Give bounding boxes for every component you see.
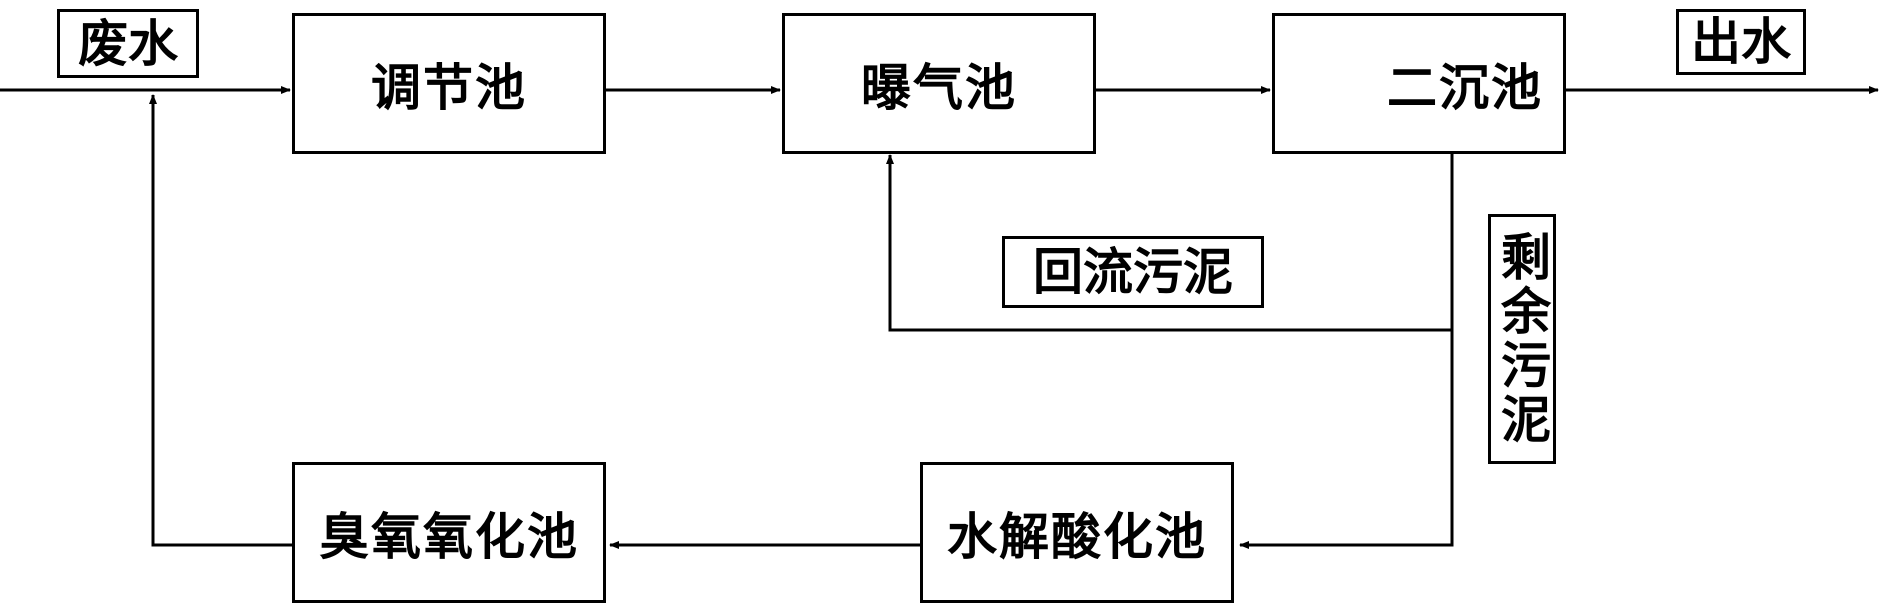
line-ozone-to-inlet xyxy=(149,94,292,547)
secondary-clarifier-box: 二沉池 xyxy=(1272,13,1566,154)
regulating-tank-box: 调节池 xyxy=(292,13,606,154)
hydrolysis-acidification-tank-box: 水解酸化池 xyxy=(920,462,1234,603)
effluent-label: 出水 xyxy=(1676,9,1806,75)
return-sludge-label: 回流污泥 xyxy=(1002,236,1264,308)
line-return-sludge xyxy=(886,154,1452,332)
ozone-oxidation-tank-box: 臭氧氧化池 xyxy=(292,462,606,603)
line-clarifier-to-hydrolysis xyxy=(1239,153,1454,549)
wastewater-label: 废水 xyxy=(57,9,199,78)
excess-sludge-label: 剩余污泥 xyxy=(1488,214,1556,464)
aeration-tank-box: 曝气池 xyxy=(782,13,1096,154)
